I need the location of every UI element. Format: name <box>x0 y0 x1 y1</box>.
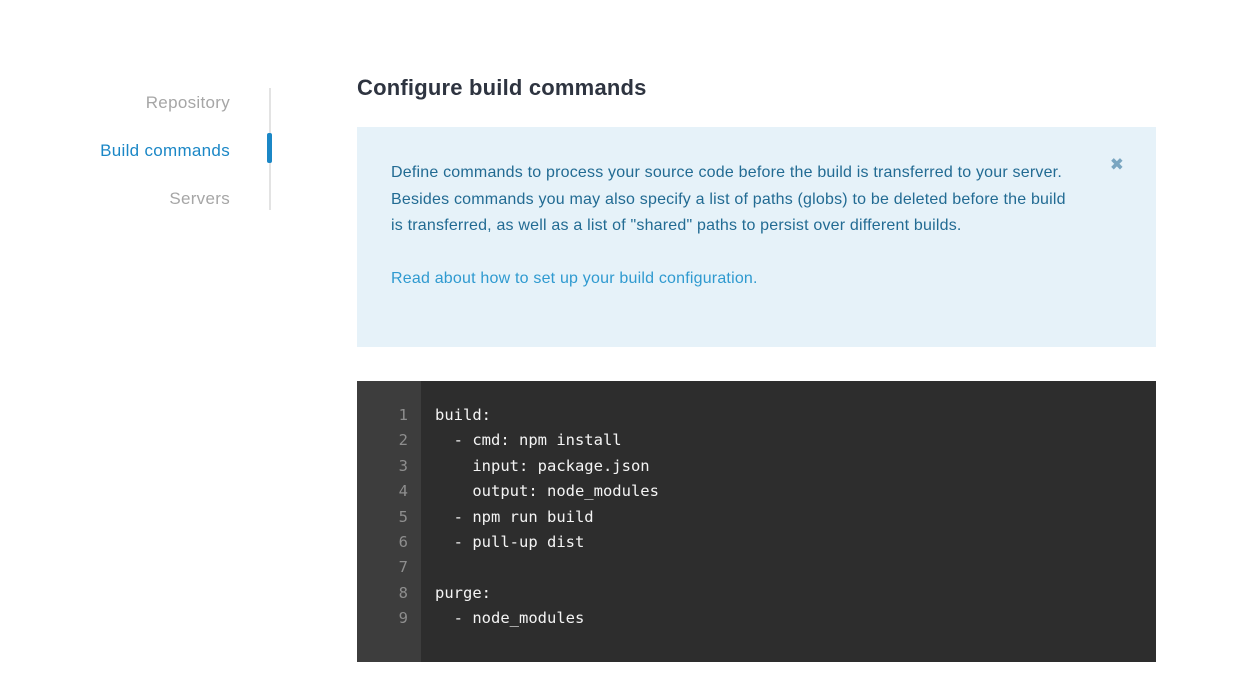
sidebar-item-build-commands[interactable]: Build commands <box>100 141 230 160</box>
line-number: 5 <box>398 507 408 526</box>
active-step-indicator <box>267 133 272 163</box>
info-notice: Define commands to process your source c… <box>357 127 1156 347</box>
code-line[interactable]: input: package.json <box>435 456 650 475</box>
line-number: 9 <box>398 609 408 628</box>
code-line[interactable]: purge: <box>435 583 491 602</box>
editor-line-numbers: 1 2 3 4 5 6 7 8 9 <box>357 381 421 662</box>
line-number: 7 <box>398 558 408 577</box>
line-number: 8 <box>398 583 408 602</box>
build-config-docs-link[interactable]: Read about how to set up your build conf… <box>391 269 758 287</box>
code-line[interactable]: - node_modules <box>435 609 585 628</box>
code-line[interactable]: - npm run build <box>435 507 594 526</box>
line-number: 1 <box>398 406 408 424</box>
code-line[interactable]: - pull-up dist <box>435 532 585 551</box>
line-number: 6 <box>398 532 408 551</box>
line-number: 2 <box>398 431 408 450</box>
code-line[interactable]: build: <box>435 406 491 424</box>
line-number: 4 <box>398 482 408 501</box>
sidebar-item-servers[interactable]: Servers <box>169 189 230 208</box>
line-number: 3 <box>398 456 408 475</box>
main-content: Configure build commands Define commands… <box>357 74 1156 662</box>
page-title: Configure build commands <box>357 75 647 100</box>
editor-code-area[interactable]: build: - cmd: npm install input: package… <box>421 381 1156 662</box>
yaml-code-editor[interactable]: 1 2 3 4 5 6 7 8 9 build: - cmd: npm inst… <box>357 381 1156 662</box>
code-line[interactable] <box>435 555 1146 580</box>
close-icon[interactable]: ✖ <box>1109 155 1124 175</box>
sidebar-item-repository[interactable]: Repository <box>145 93 230 112</box>
steps-sidebar: Repository Build commands Servers <box>0 79 272 223</box>
code-line[interactable]: output: node_modules <box>435 482 659 501</box>
notice-text: Define commands to process your source c… <box>391 164 1066 234</box>
code-line[interactable]: - cmd: npm install <box>435 431 622 450</box>
